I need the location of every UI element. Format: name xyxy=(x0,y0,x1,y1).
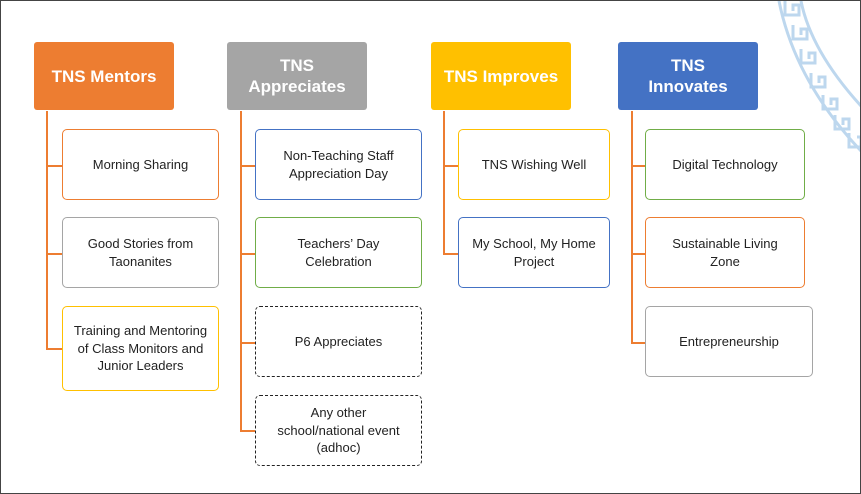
item-non-teaching-staff-day: Non-Teaching Staff Appreciation Day xyxy=(255,129,422,200)
header-label: TNS Appreciates xyxy=(248,56,346,96)
item-label: Entrepreneurship xyxy=(679,333,779,349)
item-wishing-well: TNS Wishing Well xyxy=(458,129,610,200)
item-teachers-day: Teachers’ Day Celebration xyxy=(255,217,422,288)
greek-key-pattern-decoration xyxy=(777,1,860,153)
branch-line xyxy=(240,430,255,432)
header-label: TNS Innovates xyxy=(648,56,728,96)
header-label: TNS Improves xyxy=(443,66,559,86)
item-any-other-event: Any other school/national event (adhoc) xyxy=(255,395,422,466)
item-p6-appreciates: P6 Appreciates xyxy=(255,306,422,377)
connector-line-mentors xyxy=(46,111,48,349)
item-label: Morning Sharing xyxy=(92,156,189,172)
item-my-school-my-home: My School, My Home Project xyxy=(458,217,610,288)
item-label: Teachers’ Day Celebration xyxy=(297,236,380,269)
branch-line xyxy=(240,165,255,167)
item-entrepreneurship: Entrepreneurship xyxy=(645,306,813,377)
header-tns-appreciates: TNS Appreciates xyxy=(227,42,367,110)
item-good-stories: Good Stories from Taonanites xyxy=(62,217,219,288)
header-tns-innovates: TNS Innovates xyxy=(618,42,758,110)
branch-line xyxy=(443,165,458,167)
header-tns-mentors: TNS Mentors xyxy=(34,42,174,110)
item-label: Training and Mentoring of Class Monitors… xyxy=(73,323,208,374)
branch-line xyxy=(46,348,62,350)
branch-line xyxy=(631,253,645,255)
connector-line-appreciates xyxy=(240,111,242,431)
branch-line xyxy=(240,253,255,255)
item-label: My School, My Home Project xyxy=(472,236,596,269)
branch-line xyxy=(631,165,645,167)
branch-line xyxy=(631,342,645,344)
item-label: Non-Teaching Staff Appreciation Day xyxy=(283,148,394,181)
item-label: P6 Appreciates xyxy=(294,333,383,349)
item-label: TNS Wishing Well xyxy=(481,156,587,172)
branch-line xyxy=(46,165,62,167)
item-label: Sustainable Living Zone xyxy=(672,236,778,269)
item-label: Any other school/national event (adhoc) xyxy=(277,405,400,456)
item-label: Digital Technology xyxy=(672,156,778,172)
item-sustainable-living-zone: Sustainable Living Zone xyxy=(645,217,805,288)
connector-line-improves xyxy=(443,111,445,254)
header-label: TNS Mentors xyxy=(51,66,157,86)
item-digital-technology: Digital Technology xyxy=(645,129,805,200)
header-tns-improves: TNS Improves xyxy=(431,42,571,110)
branch-line xyxy=(46,253,62,255)
connector-line-innovates xyxy=(631,111,633,343)
branch-line xyxy=(443,253,458,255)
item-label: Good Stories from Taonanites xyxy=(87,236,194,269)
item-training-mentoring: Training and Mentoring of Class Monitors… xyxy=(62,306,219,391)
item-morning-sharing: Morning Sharing xyxy=(62,129,219,200)
branch-line xyxy=(240,342,255,344)
